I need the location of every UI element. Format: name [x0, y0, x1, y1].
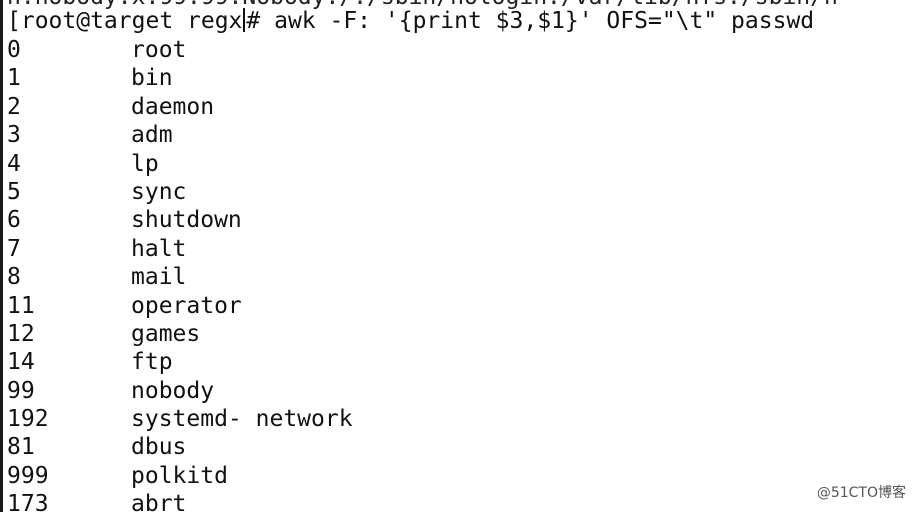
username-value: bin: [131, 65, 173, 92]
uid-value: 173: [7, 491, 49, 512]
username-value: polkitd: [131, 462, 228, 489]
shell-prompt: [root@target regx: [7, 8, 243, 34]
username-value: mail: [131, 264, 187, 291]
command-text: # awk -F: '{print $3,$1}' OFS="\t" passw…: [246, 8, 815, 34]
uid-value: 4: [7, 150, 21, 177]
username-value: shutdown: [131, 207, 242, 234]
username-value: ftp: [131, 349, 173, 376]
uid-value: 3: [7, 122, 21, 149]
username-value: operator: [131, 292, 242, 319]
username-value: dbus: [131, 434, 187, 461]
uid-value: 2: [7, 93, 21, 120]
username-value: games: [131, 320, 201, 347]
username-value: sync: [131, 178, 187, 205]
uid-value: 6: [7, 207, 21, 234]
username-value: nobody: [131, 377, 215, 404]
uid-value: 8: [7, 264, 21, 291]
username-value: halt: [131, 235, 187, 262]
cut-off-output-line: n:nobody:x:99:99:Nobody:/:/sbin/nologin:…: [7, 0, 838, 9]
site-watermark: @51CTO博客: [816, 485, 906, 501]
uid-value: 1: [7, 65, 21, 92]
command-line[interactable]: [root@target regx# awk -F: '{print $3,$1…: [7, 7, 814, 35]
username-value: adm: [131, 122, 173, 149]
uid-value: 999: [7, 462, 49, 489]
uid-value: 99: [7, 377, 35, 404]
username-value: abrt: [131, 491, 187, 512]
text-cursor: [243, 8, 246, 32]
username-value: daemon: [131, 93, 215, 120]
username-value: lp: [131, 150, 159, 177]
uid-value: 14: [7, 349, 35, 376]
uid-value: 5: [7, 178, 21, 205]
username-value: root: [131, 37, 187, 63]
uid-value: 81: [7, 434, 35, 461]
uid-value: 11: [7, 292, 35, 319]
uid-value: 0: [7, 37, 21, 63]
uid-value: 192: [7, 406, 49, 433]
username-value: systemd- network: [131, 406, 353, 433]
uid-value: 7: [7, 235, 21, 262]
uid-value: 12: [7, 320, 35, 347]
